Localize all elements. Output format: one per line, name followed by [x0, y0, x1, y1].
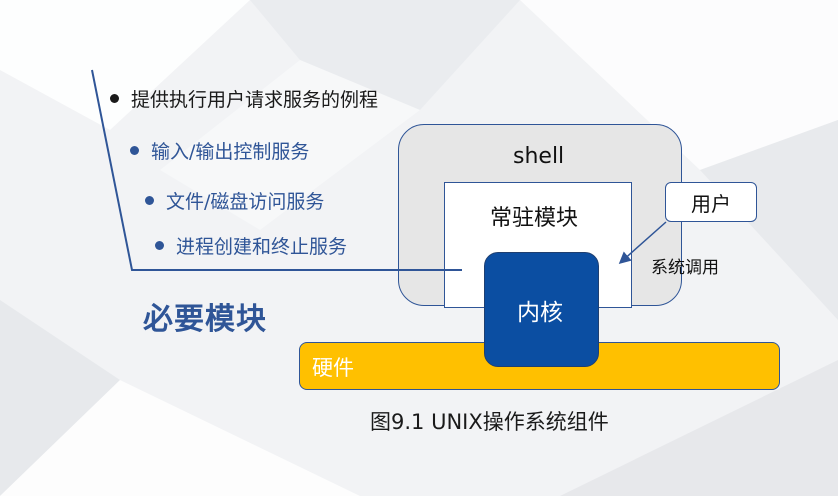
bullet-text: 输入/输出控制服务 — [151, 141, 310, 163]
list-item: 文件/磁盘访问服务 — [145, 187, 324, 214]
bullet-dot-icon — [110, 94, 119, 103]
kernel-box — [484, 252, 599, 367]
resident-module-label: 常驻模块 — [490, 206, 579, 231]
list-item: 进程创建和终止服务 — [155, 232, 347, 259]
system-call-label: 系统调用 — [651, 258, 719, 278]
list-item: 输入/输出控制服务 — [130, 137, 309, 164]
user-label: 用户 — [691, 191, 731, 216]
user-box: 用户 — [665, 182, 757, 222]
required-modules-title: 必要模块 — [143, 302, 267, 337]
figure-caption: 图9.1 UNIX操作系统组件 — [370, 410, 609, 434]
bullet-text: 提供执行用户请求服务的例程 — [131, 89, 379, 111]
bullet-text: 进程创建和终止服务 — [176, 236, 348, 258]
kernel-label: 内核 — [517, 300, 563, 326]
bullet-dot-icon — [155, 241, 164, 250]
bullet-text: 文件/磁盘访问服务 — [166, 191, 325, 213]
list-item: 提供执行用户请求服务的例程 — [110, 85, 378, 112]
bullet-dot-icon — [130, 146, 139, 155]
hardware-label: 硬件 — [312, 356, 354, 380]
shell-label: shell — [513, 144, 565, 169]
bullet-dot-icon — [145, 196, 154, 205]
